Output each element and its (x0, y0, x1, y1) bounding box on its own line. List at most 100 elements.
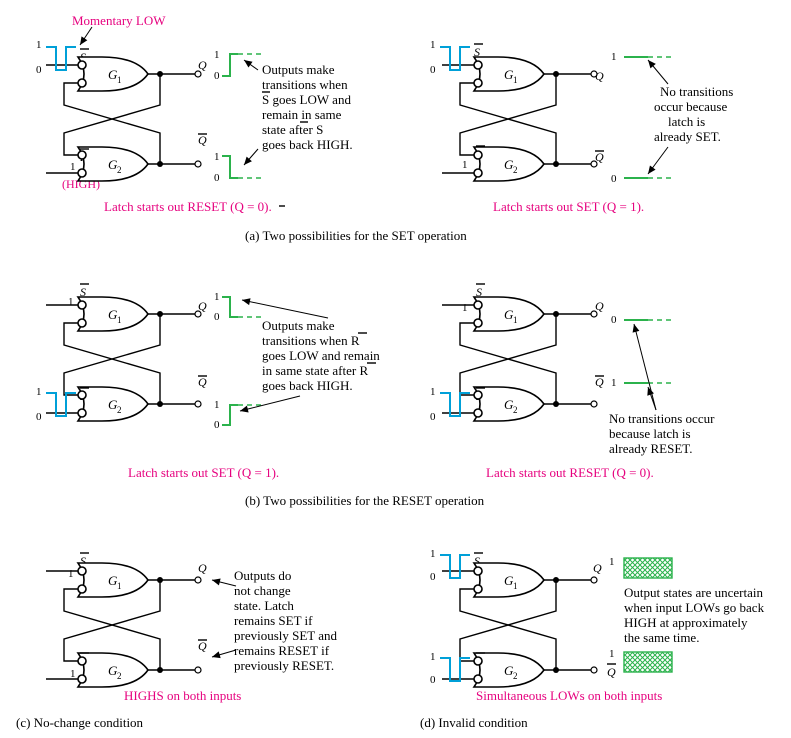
d-s-momentary-low-pulse (440, 554, 470, 579)
a1-pulse-low-0: 0 (36, 64, 42, 76)
a1-callout-arrow-qbar-head (244, 156, 252, 165)
a2-r-high-1: 1 (462, 159, 468, 171)
a1-momentary-low-arrow (79, 26, 93, 46)
b2-g1-gate-subscript: 1 (513, 315, 518, 325)
c-q-label: Q (198, 561, 207, 575)
b2-qbar-level-1: 1 (611, 377, 617, 389)
b2-g2-gate-subscript: 2 (513, 405, 518, 415)
c-callout-line-2: not change (234, 583, 291, 598)
c-qbar-label: Q (198, 639, 207, 653)
a1-q-feedback-wire (63, 74, 161, 156)
a1-g2-gate-body (76, 146, 149, 182)
b1-callout-arrow-qbar-head (240, 405, 249, 413)
c-callout-arrow-qbar (211, 649, 237, 659)
c-r-high-1: 1 (70, 668, 76, 680)
b1-s-high-1: 1 (68, 296, 74, 308)
a2-callout-line-3: latch is (668, 114, 705, 129)
a1-qbar-wave-1: 1 (214, 151, 220, 163)
d-q-label: Q (593, 561, 602, 575)
a1-callout-line-2: transitions when (262, 77, 348, 92)
a1-qbar-label: Q (198, 133, 207, 147)
a2-callout-arrow-q (647, 59, 669, 85)
a1-momentary-low-arrow-head (80, 36, 88, 45)
c-callout-arrow-q-head (212, 578, 221, 586)
b1-g2-gate-subscript: 2 (117, 405, 122, 415)
c-q-terminal (194, 576, 202, 584)
c-g1-gate-body (76, 562, 149, 598)
d-callout-line-2: when input LOWs go back (624, 600, 765, 615)
b1-g2-gate-name: G (108, 397, 118, 412)
a2-qbar-feedback-wire (459, 82, 557, 164)
b1-g2-input-bubble-bottom (77, 408, 87, 418)
d-g1-input-bubble-top (473, 566, 483, 576)
a1-callout-arrow-q-head (244, 60, 253, 68)
a2-q-level-1: 1 (611, 51, 617, 63)
b1-qbar-wave-1: 1 (214, 399, 220, 411)
d-s-pulse-low-0: 0 (430, 571, 436, 583)
a1-q-label: Q (198, 58, 207, 72)
a2-g2-gate-subscript: 2 (513, 165, 518, 175)
a2-g1-gate-name: G (504, 67, 514, 82)
b1-qbar-wave-0: 0 (214, 419, 220, 431)
a1-qbar-waveform (222, 155, 238, 179)
c-s-bar-label: S (80, 554, 86, 568)
a2-s-momentary-low-pulse (440, 46, 470, 71)
c-callout-line-1: Outputs do (234, 568, 291, 583)
b2-q-level-0: 0 (611, 314, 617, 326)
a2-pulse-low-0: 0 (430, 64, 436, 76)
c-g2-gate-subscript: 2 (117, 671, 122, 681)
b1-callout-arrow-q-head (242, 298, 251, 306)
d-q-terminal (590, 576, 598, 584)
b2-g2-gate-body (472, 386, 545, 422)
b2-callout-line-3: already RESET. (609, 441, 693, 456)
a2-pulse-high-1: 1 (430, 39, 436, 51)
b1-g1-input-bubble-bottom (77, 318, 87, 328)
a2-g1-gate-subscript: 1 (513, 75, 518, 85)
c-g2-input-bubble-top (77, 656, 87, 666)
d-g2-input-bubble-bottom (473, 674, 483, 684)
a1-callout-line-1: Outputs make (262, 62, 335, 77)
b2-caption: Latch starts out RESET (Q = 0). (486, 465, 654, 480)
b1-pulse-high-1: 1 (36, 386, 42, 398)
a1-r-high-1: 1 (70, 161, 76, 173)
d-q-feedback-wire (459, 580, 557, 662)
b1-callout-arrow-qbar-shaft (239, 395, 301, 412)
d-q-level-1: 1 (609, 556, 615, 568)
b2-q-label: Q (595, 299, 604, 313)
a1-g2-input-bubble-bottom (77, 168, 87, 178)
b2-g1-gate-body (472, 296, 545, 332)
d-g2-gate-body (472, 652, 545, 688)
b2-pulse-high-1: 1 (430, 386, 436, 398)
d-r-pulse-low-0: 0 (430, 674, 436, 686)
a1-callout-line-3: S goes LOW and (262, 92, 351, 107)
a1-qbar-feedback-wire (63, 82, 161, 164)
a1-g1-input-bubble-bottom (77, 78, 87, 88)
b2-qbar-label: Q (595, 375, 604, 389)
b1-g1-gate-name: G (108, 307, 118, 322)
b2-callout-arrow-q-shaft (633, 323, 657, 411)
d-q-uncertain-region (623, 557, 673, 579)
a1-g1-gate-subscript: 1 (117, 75, 122, 85)
row-b-title: (b) Two possibilities for the RESET oper… (245, 493, 485, 508)
b1-q-waveform (222, 296, 238, 318)
b1-qbar-waveform (222, 404, 238, 426)
b2-callout-line-1: No transitions occur (609, 411, 715, 426)
a1-q-waveform (222, 53, 238, 77)
b1-qbar-label: Q (198, 375, 207, 389)
a1-callout-line-5: state after S (262, 122, 323, 137)
a2-callout-line-4: already SET. (654, 129, 721, 144)
d-callout-line-1: Output states are uncertain (624, 585, 763, 600)
b1-callout-line-5: goes back HIGH. (262, 378, 353, 393)
a1-g1-gate-body (76, 56, 149, 92)
a1-g2-gate-subscript: 2 (117, 165, 122, 175)
c-qbar-feedback-wire (63, 588, 161, 670)
c-callout-line-4: remains SET if (234, 613, 313, 628)
d-qbar-feedback-wire (459, 588, 557, 670)
a1-qbar-terminal (194, 160, 202, 168)
b1-callout-arrow-qbar (239, 395, 301, 413)
a2-callout-line-2: occur because (654, 99, 727, 114)
